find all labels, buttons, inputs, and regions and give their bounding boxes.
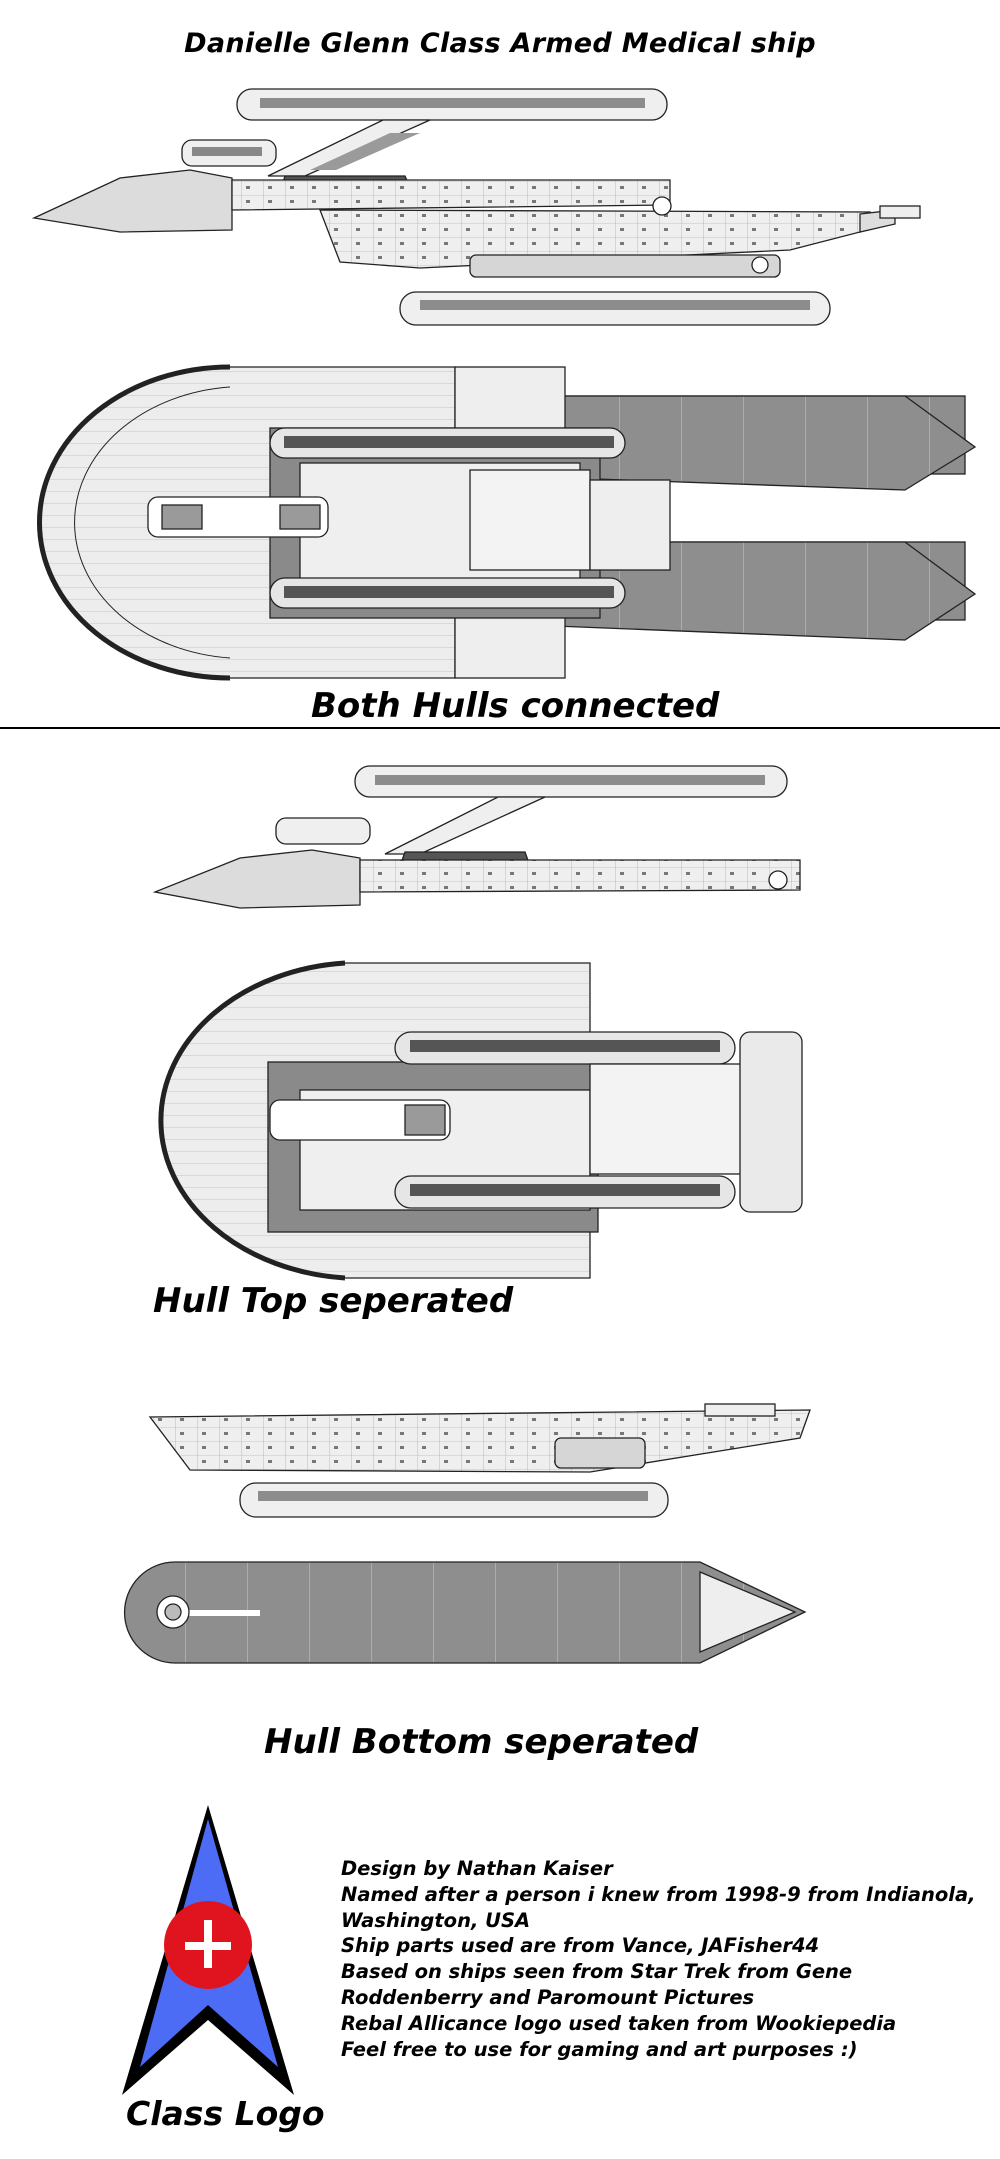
label-hull-top: Hull Top seperated bbox=[153, 1281, 514, 1321]
page-title: Danielle Glenn Class Armed Medical ship bbox=[184, 28, 816, 59]
side-view-combined bbox=[31, 88, 921, 326]
top-view-bottom-hull bbox=[123, 1561, 807, 1664]
credits-block: Design by Nathan Kaiser Named after a pe… bbox=[341, 1856, 976, 2062]
credit-line: Rebal Allicance logo used taken from Woo… bbox=[341, 2011, 897, 2035]
class-logo bbox=[122, 1805, 294, 2095]
credit-line: Ship parts used are from Vance, JAFisher… bbox=[341, 1934, 820, 1958]
credit-line: Roddenberry and Paromount Pictures bbox=[341, 1985, 755, 2009]
class-logo-label: Class Logo bbox=[126, 2094, 325, 2133]
top-view-top-hull bbox=[158, 960, 803, 1281]
section-divider bbox=[0, 727, 1000, 729]
credit-line: Feel free to use for gaming and art purp… bbox=[341, 2037, 858, 2061]
side-view-top-hull bbox=[152, 765, 801, 909]
credit-line: Design by Nathan Kaiser bbox=[341, 1857, 613, 1880]
label-hull-bottom: Hull Bottom seperated bbox=[264, 1722, 699, 1762]
credit-line: Washington, USA bbox=[341, 1908, 531, 1932]
credit-line: Based on ships seen from Star Trek from … bbox=[341, 1960, 853, 1984]
side-view-bottom-hull bbox=[148, 1403, 811, 1518]
top-view-combined bbox=[36, 364, 977, 681]
credit-line: Named after a person i knew from 1998-9 … bbox=[341, 1882, 976, 1906]
label-both-hulls: Both Hulls connected bbox=[311, 686, 720, 726]
